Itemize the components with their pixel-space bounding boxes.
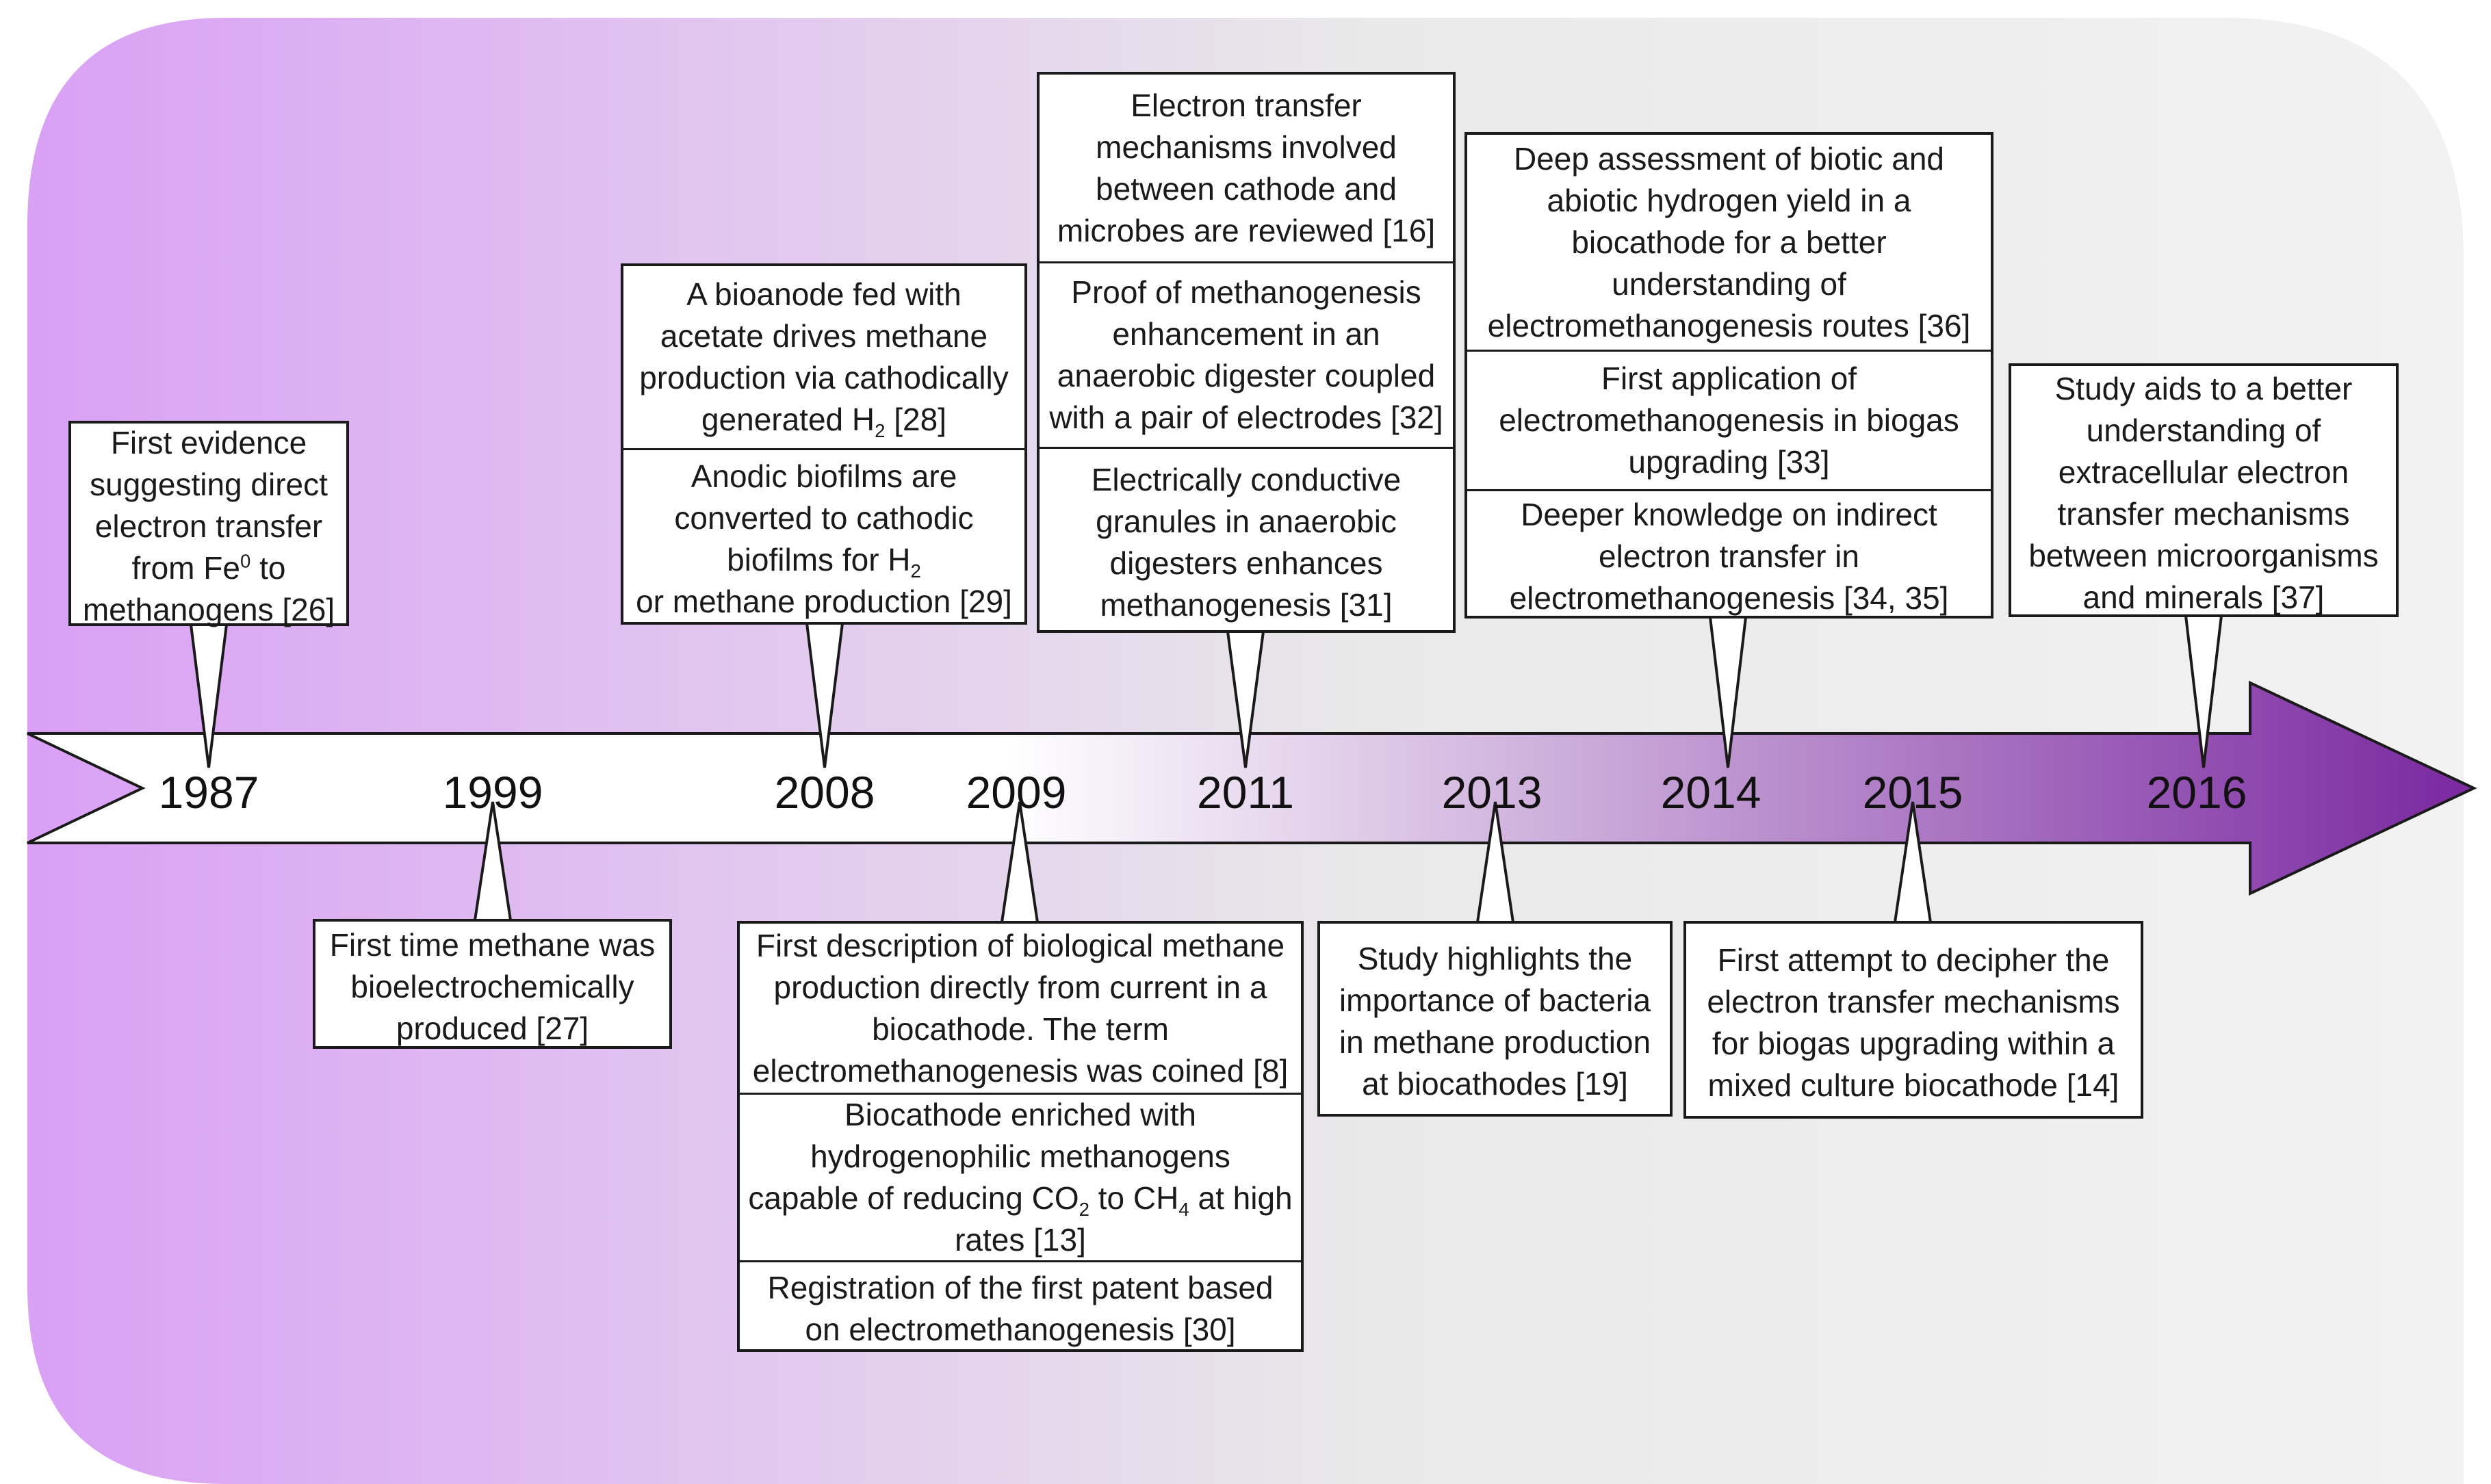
entry-text-line: electron transfer (94, 508, 323, 544)
entry-text-line: transfer mechanisms (2057, 495, 2350, 532)
entry-text-line: hydrogenophilic methanogens (810, 1138, 1230, 1174)
entry-text-line: production via cathodically (639, 360, 1009, 395)
entry-text-line: First application of (1601, 361, 1857, 396)
entry-text-line: electromethanogenesis was coined [8] (752, 1052, 1289, 1089)
entry-text-line: capable of reducing CO2 to CH4 at high (748, 1180, 1293, 1221)
entry-text-line: produced [27] (396, 1010, 589, 1046)
entry-text-line: granules in anaerobic (1096, 503, 1397, 539)
timeline-arrow (27, 680, 2477, 896)
callout-2011: Electron transfer mechanisms involved betw… (1037, 72, 1456, 633)
entry-text-line: from Fe0 to (131, 549, 286, 586)
entry-text-line: understanding of (2086, 412, 2321, 448)
callout-2015: First attempt to decipher the electron tr… (1683, 921, 2143, 1119)
year-label-2009: 2009 (966, 767, 1067, 818)
callout-2008-entry-2: Anodic biofilms are converted to cathodic… (623, 448, 1024, 627)
entry-text-line: importance of bacteria (1339, 982, 1651, 1018)
callout-2009-entry-2: Biocathode enriched with hydrogenophilic … (740, 1093, 1301, 1260)
entry-text-line: anaerobic digester coupled (1057, 358, 1436, 393)
callout-2013: Study highlights the importance of bacter… (1317, 921, 1673, 1117)
entry-text-line: electron transfer mechanisms (1707, 983, 2120, 1019)
entry-text-line: suggesting direct (90, 466, 328, 502)
year-label-2008: 2008 (774, 767, 875, 818)
entry-text-line: electron transfer in (1599, 538, 1859, 574)
entry-text-line: Electron transfer (1131, 87, 1362, 123)
callout-2011-entry-2: Proof of methanogenesis enhancement in an… (1040, 261, 1453, 447)
entry-text-line: Anodic biofilms are (690, 458, 957, 494)
year-label-2016: 2016 (2146, 767, 2247, 818)
callout-2011-entry-1: Electron transfer mechanisms involved betw… (1040, 75, 1453, 261)
year-label-1999: 1999 (442, 767, 543, 818)
entry-text-line: at biocathodes [19] (1362, 1066, 1628, 1102)
entry-text-line: acetate drives methane (660, 318, 988, 354)
callout-1999-entry-1: First time methane was bioelectrochemical… (315, 922, 669, 1052)
entry-text-line: and minerals [37] (2082, 579, 2325, 615)
entry-text-line: converted to cathodic (674, 499, 974, 536)
entry-text-line: First attempt to decipher the (1717, 941, 2110, 978)
entry-text-line: digesters enhances (1109, 545, 1383, 581)
callout-2014-entry-3: Deeper knowledge on indirect electron tra… (1467, 489, 1991, 621)
year-label-2014: 2014 (1660, 767, 1761, 818)
entry-text-line: or methane production [29] (636, 583, 1012, 619)
entry-text-line: on electromethanogenesis [30] (805, 1311, 1236, 1347)
callout-1987: First evidence suggesting direct electron … (68, 421, 349, 629)
entry-text-line: microbes are reviewed [16] (1057, 212, 1436, 248)
entry-text-line: First evidence (110, 424, 307, 460)
callout-2014-entry-1: Deep assessment of biotic and abiotic hyd… (1467, 135, 1991, 350)
callout-2009-entry-3: Registration of the first patent based on… (740, 1260, 1301, 1355)
entry-text-line: biocathode. The term (872, 1011, 1169, 1047)
callout-2016: Study aids to a better understanding of ex… (2009, 363, 2399, 617)
year-label-2015: 2015 (1862, 767, 1963, 818)
entry-text-line: enhancement in an (1112, 316, 1380, 352)
entry-text-line: upgrading [33] (1628, 444, 1830, 480)
entry-text-line: rates [13] (955, 1222, 1086, 1258)
callout-2014: Deep assessment of biotic and abiotic hyd… (1464, 132, 1993, 619)
entry-text-line: Study highlights the (1357, 941, 1633, 976)
entry-text-line: mixed culture biocathode [14] (1707, 1067, 2119, 1103)
entry-text-line: Electrically conductive (1091, 461, 1402, 497)
callout-2008-entry-1: A bioanode fed with acetate drives methan… (623, 266, 1024, 448)
entry-text-line: A bioanode fed with (686, 276, 961, 312)
callout-2009: First description of biological methane p… (737, 921, 1304, 1352)
entry-text-line: First description of biological methane (756, 927, 1285, 963)
year-label-2011: 2011 (1197, 767, 1294, 818)
callout-2011-entry-3: Electrically conductive granules in anaer… (1040, 447, 1453, 636)
entry-text-line: generated H2 [28] (701, 402, 947, 442)
entry-text-line: production directly from current in a (773, 969, 1267, 1005)
entry-text-line: Biocathode enriched with (844, 1097, 1196, 1132)
entry-text-line: between cathode and (1096, 170, 1397, 207)
entry-text-line: extracellular electron (2058, 454, 2349, 490)
entry-text-line: biofilms for H2 (727, 541, 921, 582)
callout-2008: A bioanode fed with acetate drives methan… (621, 263, 1027, 625)
year-label-2013: 2013 (1441, 767, 1543, 818)
callout-2009-entry-1: First description of biological methane p… (740, 924, 1301, 1093)
callout-1987-entry-1: First evidence suggesting direct electron … (71, 424, 346, 629)
callout-1999: First time methane was bioelectrochemical… (313, 919, 672, 1049)
entry-text-line: mechanisms involved (1096, 129, 1397, 165)
entry-text-line: electromethanogenesis [34, 35] (1509, 580, 1949, 616)
callout-2014-entry-2: First application of electromethanogenesi… (1467, 350, 1991, 489)
entry-text-line: methanogens [26] (82, 591, 335, 627)
callout-2015-entry-1: First attempt to decipher the electron tr… (1686, 924, 2141, 1121)
entry-text-line: with a pair of electrodes [32] (1049, 400, 1443, 435)
entry-text-line: electromethanogenesis in biogas (1499, 402, 1959, 438)
entry-text-line: methanogenesis [31] (1100, 586, 1393, 623)
entry-text-line: for biogas upgrading within a (1712, 1025, 2115, 1061)
entry-text-line: biocathode for a better (1571, 224, 1887, 260)
year-label-1987: 1987 (158, 767, 259, 818)
entry-text-line: Deeper knowledge on indirect (1521, 496, 1937, 532)
entry-text-line: bioelectrochemically (350, 968, 634, 1004)
entry-text-line: Proof of methanogenesis (1071, 274, 1421, 310)
entry-text-line: understanding of (1612, 265, 1846, 302)
entry-text-line: Registration of the first patent based (767, 1269, 1274, 1305)
entry-text-line: Study aids to a better (2054, 370, 2353, 406)
entry-text-line: abiotic hydrogen yield in a (1547, 182, 1911, 218)
entry-text-line: First time methane was (329, 926, 656, 963)
entry-text-line: between microorganisms (2028, 537, 2379, 573)
entry-text-line: Deep assessment of biotic and (1513, 140, 1945, 177)
entry-text-line: in methane production (1339, 1024, 1651, 1060)
callout-2013-entry-1: Study highlights the importance of bacter… (1320, 924, 1670, 1119)
entry-text-line: electromethanogenesis routes [36] (1487, 307, 1971, 343)
callout-2016-entry-1: Study aids to a better understanding of ex… (2011, 366, 2396, 620)
